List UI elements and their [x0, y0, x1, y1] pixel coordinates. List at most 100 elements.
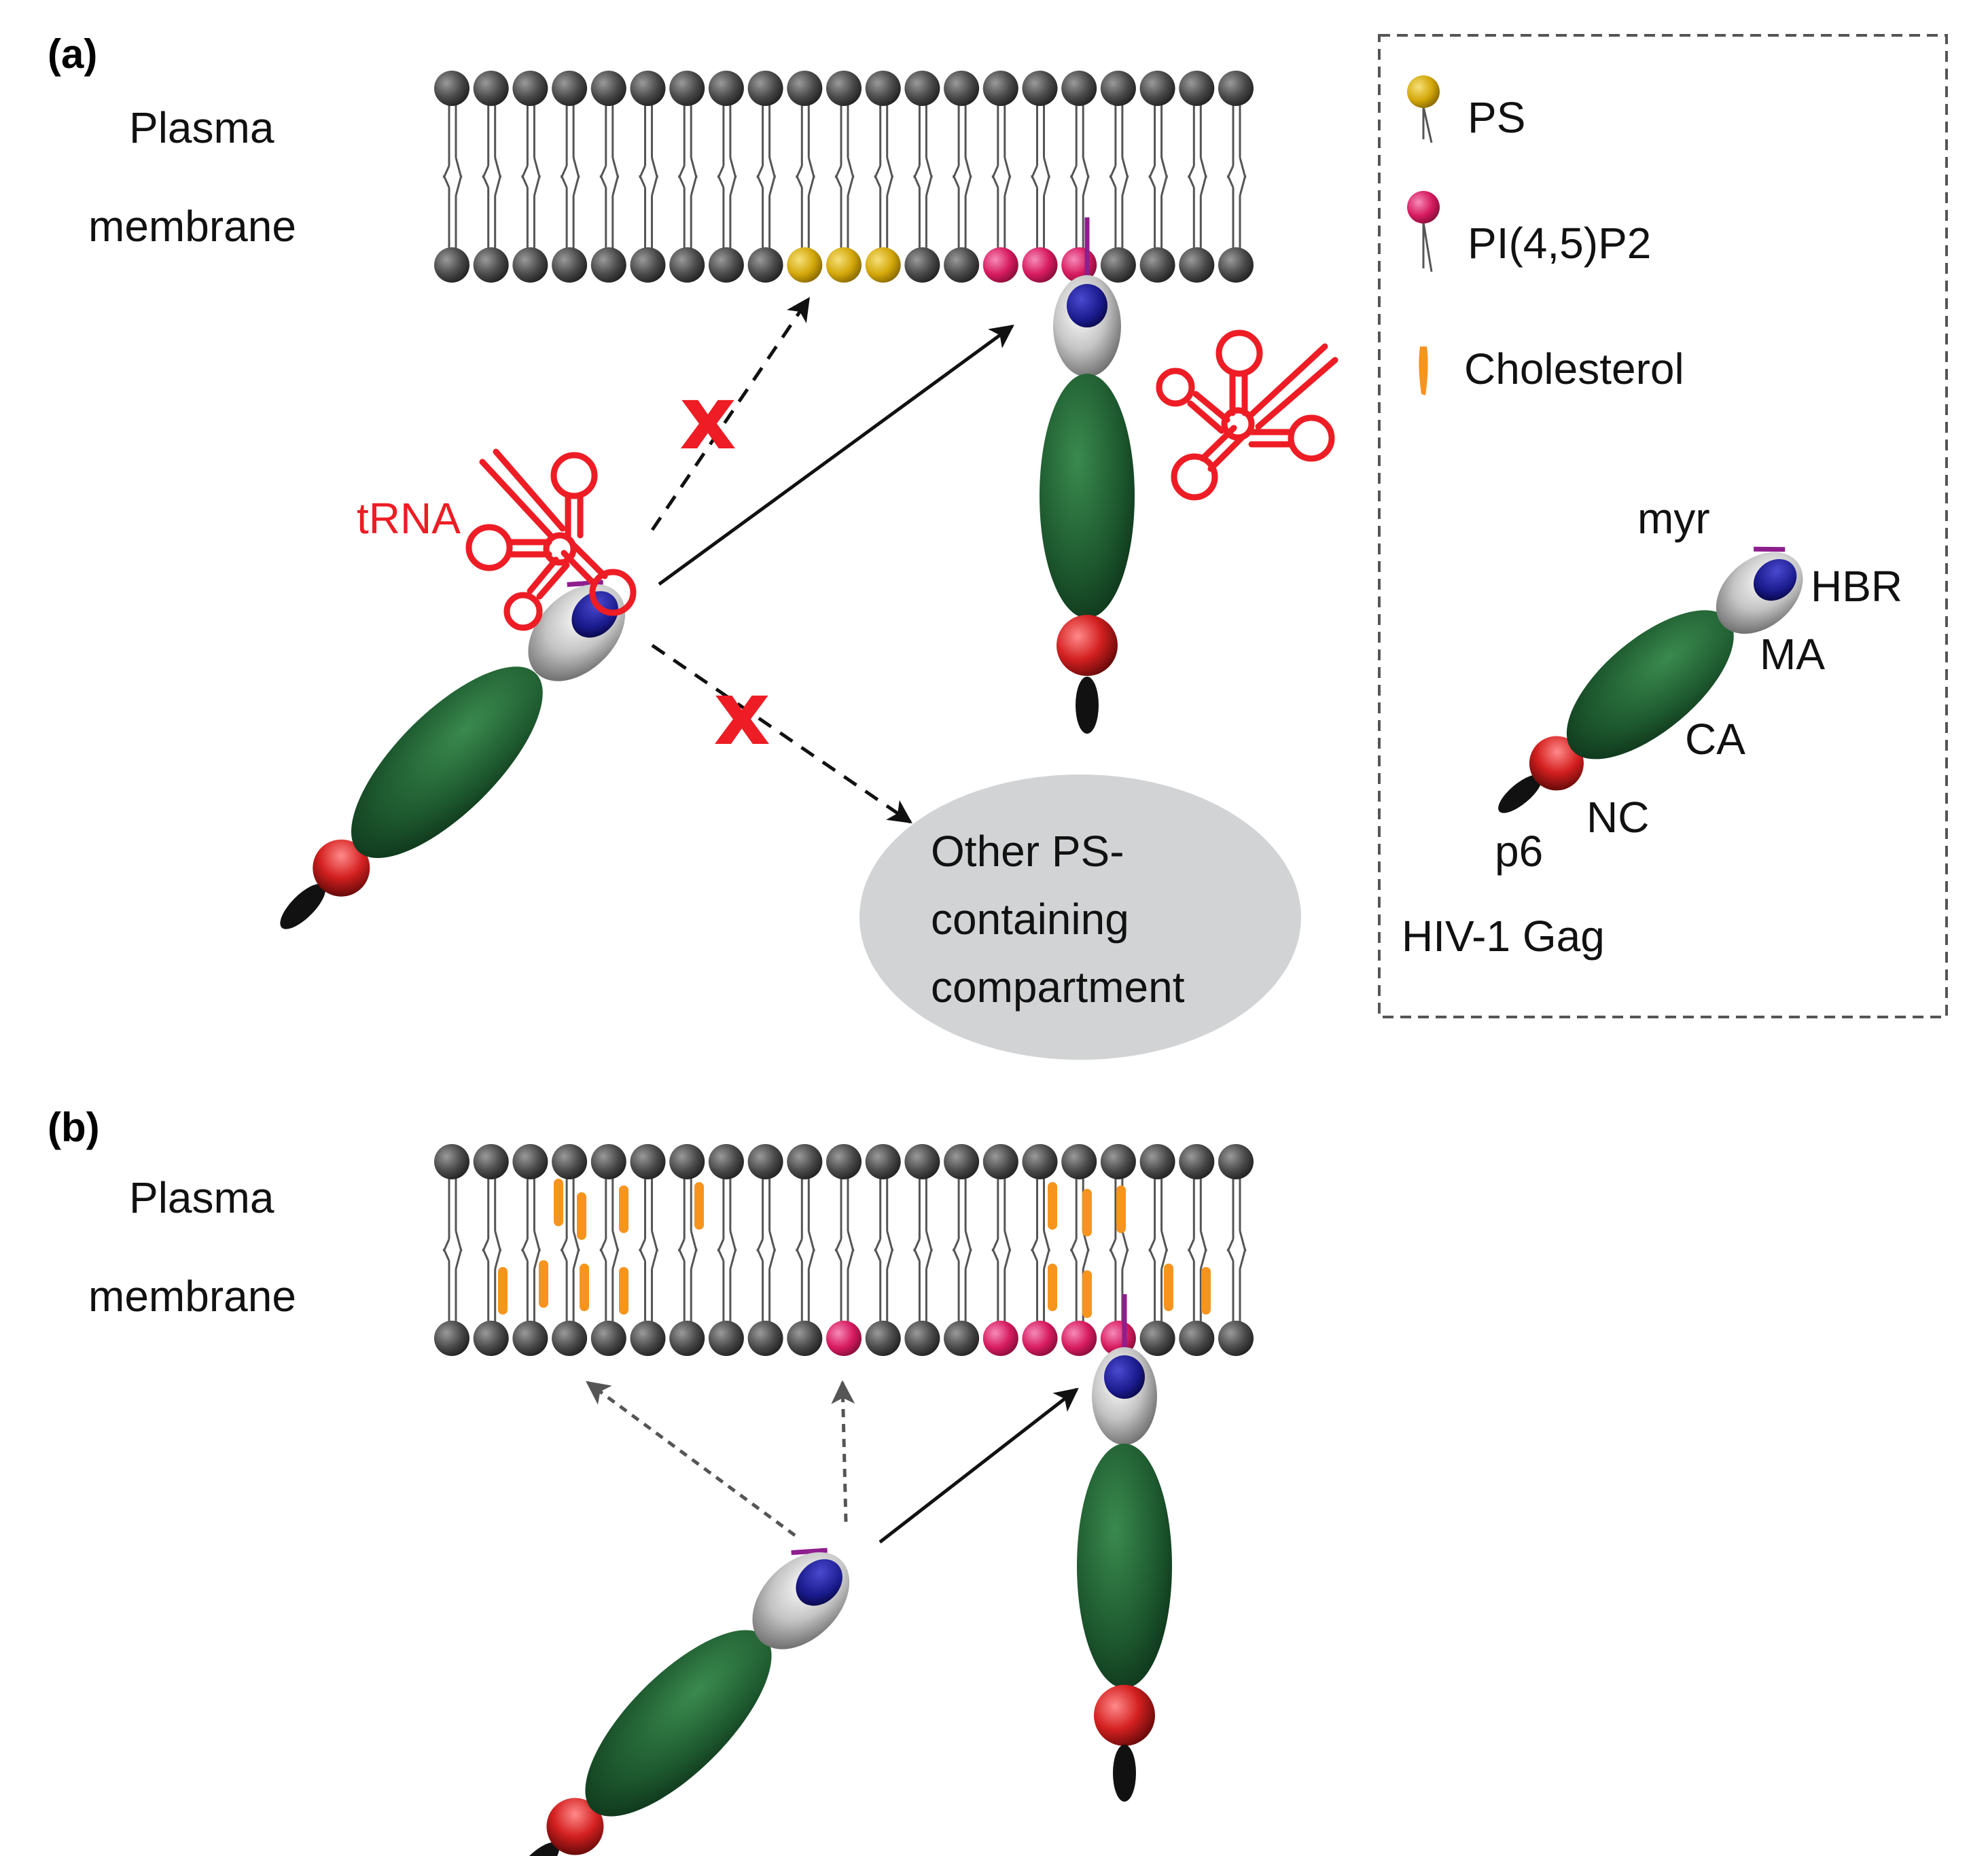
lipid-head	[747, 1144, 783, 1179]
lipid-head	[669, 71, 705, 106]
lipid-head	[1139, 247, 1175, 283]
lipid-head	[826, 71, 862, 106]
lipid-tail	[886, 157, 894, 179]
lipid-tail	[886, 1248, 894, 1270]
lipid-tail	[611, 1248, 620, 1270]
lipid-head	[473, 247, 509, 283]
lipid-head	[787, 1144, 823, 1179]
legend-box	[1378, 34, 1948, 1018]
lipid-tail	[1239, 175, 1247, 196]
lipid-tail	[677, 1248, 686, 1262]
lipid-head	[552, 247, 588, 283]
p6-domain	[1113, 1745, 1136, 1802]
lipid-head	[944, 1321, 980, 1356]
ps-compartment	[859, 774, 1301, 1060]
p6-domain	[514, 1842, 560, 1856]
panel-b-label: (b)	[48, 1105, 100, 1150]
lipid-head	[434, 1144, 469, 1179]
lipid-head	[434, 247, 469, 283]
lipid-tail	[1121, 1248, 1129, 1270]
lipid-head	[1179, 71, 1215, 106]
lipid-head	[473, 1321, 509, 1356]
panel-a: (a) Plasma membrane x x Other PS- contai…	[48, 31, 1335, 1060]
lipid-tail	[1160, 1230, 1169, 1252]
lipid-tail	[952, 1248, 960, 1262]
myr-group	[1754, 546, 1786, 552]
legend-ps-symbol	[1407, 75, 1440, 143]
lipid-tail	[572, 1230, 580, 1252]
lipid-tail	[886, 1230, 894, 1252]
lipid-head	[434, 71, 469, 106]
nc-domain	[1057, 615, 1118, 676]
ps-lipid-head	[865, 247, 901, 283]
lipid-tail	[964, 1230, 972, 1252]
lipid-head	[865, 71, 901, 106]
lipid-tail	[494, 175, 502, 196]
lipid-head	[1139, 1321, 1175, 1356]
lipid-tail	[847, 1248, 855, 1270]
lipid-head	[512, 71, 548, 106]
lipid-tail	[1043, 1248, 1050, 1270]
lipid-head	[590, 1321, 626, 1356]
lipid-tail	[494, 1248, 502, 1270]
membrane-label-b-line2: membrane	[88, 1272, 296, 1321]
pip2-lipid-head	[1022, 247, 1058, 283]
arrow-to-pip2	[658, 324, 1014, 586]
lipid-tail	[964, 1248, 972, 1270]
lipid-head	[982, 71, 1018, 106]
lipid-tail	[1239, 1248, 1247, 1270]
lipid-head	[473, 71, 509, 106]
cholesterol	[1048, 1264, 1057, 1311]
lipid-tail	[991, 1248, 999, 1262]
lipid-head	[552, 71, 588, 106]
lipid-tail	[651, 157, 658, 179]
lipid-head	[944, 247, 980, 283]
arrow-to-pip2-b	[878, 1387, 1079, 1543]
compartment-text-line2: containing	[931, 895, 1129, 944]
hbr-domain	[1754, 558, 1797, 601]
hbr-domain	[796, 1559, 842, 1606]
lipid-tail	[925, 1230, 933, 1252]
membrane-label-a-line1: Plasma	[129, 103, 274, 152]
legend-ca-label: CA	[1685, 715, 1745, 764]
lipid-tail	[925, 175, 933, 196]
lipid-head	[1179, 247, 1215, 283]
lipid-tail	[521, 1248, 529, 1262]
lipid-head	[1218, 1144, 1254, 1179]
lipid-tail	[729, 157, 737, 179]
lipid-tail	[1121, 157, 1129, 179]
lipid-head	[1022, 71, 1058, 106]
lipid-tail	[651, 1230, 658, 1252]
lipid-head	[787, 1321, 823, 1356]
lipid-tail	[991, 175, 999, 188]
lipid-head	[708, 1144, 744, 1179]
panel-b: (b) Plasma membrane	[48, 1105, 1254, 1856]
lipid-tail	[1199, 1248, 1207, 1270]
lipid-tail	[639, 175, 646, 188]
lipid-tail	[1226, 1248, 1235, 1262]
lipid-tail	[964, 157, 972, 179]
panel-a-label: (a)	[48, 31, 97, 77]
lipid-tail	[690, 157, 698, 179]
lipid-head	[747, 71, 783, 106]
legend-p6-label: p6	[1495, 827, 1543, 876]
lipid-head	[630, 1144, 666, 1179]
pip2-lipid-head	[826, 1321, 862, 1356]
pip2-lipid-head	[1061, 1321, 1097, 1356]
blocked-marker-2: x	[713, 662, 770, 765]
legend-cholesterol-label: Cholesterol	[1464, 344, 1684, 393]
lipid-head	[1061, 1144, 1097, 1179]
lipid-head	[552, 1144, 588, 1179]
lipid-tail	[1199, 1230, 1207, 1252]
lipid-tail	[611, 1230, 620, 1252]
lipid-tail	[925, 1248, 933, 1270]
gag-bound-a	[1040, 217, 1135, 734]
lipid-tail	[533, 157, 541, 179]
lipid-tail	[442, 175, 450, 188]
lipid-tail	[1226, 175, 1235, 188]
lipid-head	[944, 1144, 980, 1179]
cholesterol	[577, 1192, 586, 1240]
lipid-tail	[913, 1248, 921, 1262]
lipid-tail	[1199, 175, 1207, 196]
lipid-tail	[834, 1248, 842, 1262]
